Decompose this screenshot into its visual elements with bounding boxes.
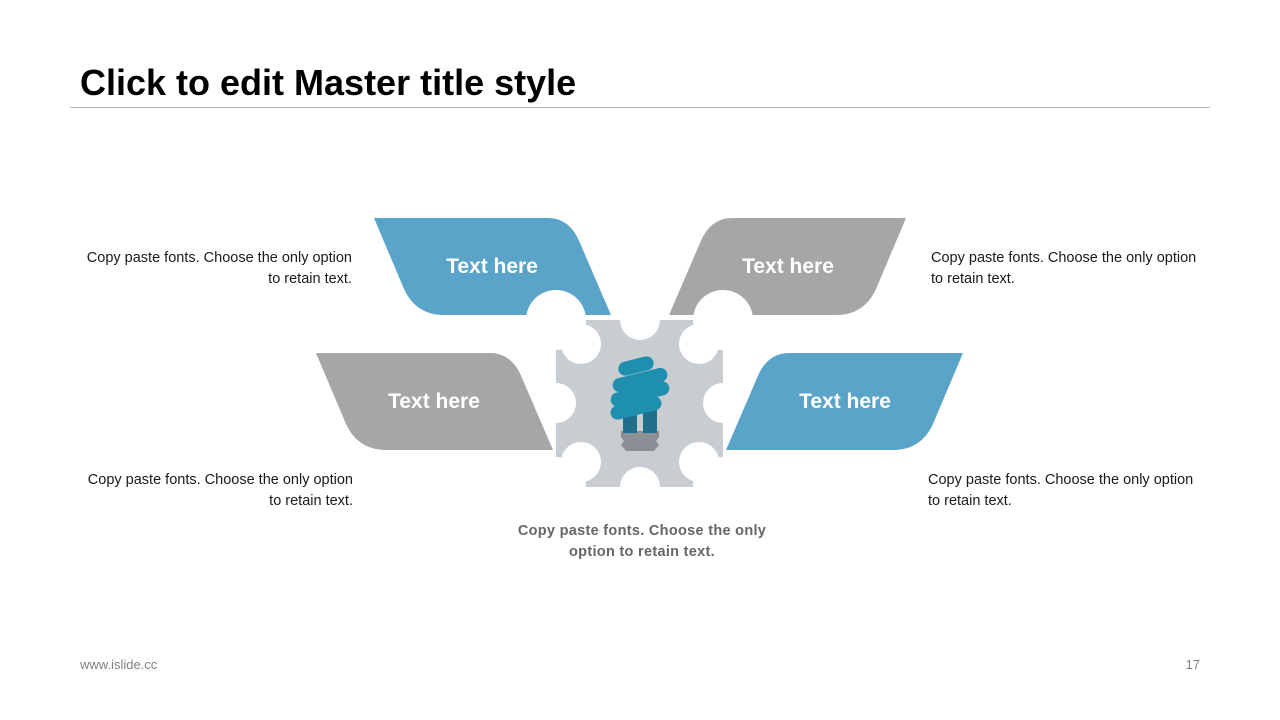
footer-url: www.islide.cc	[80, 657, 158, 672]
shape-middle-left[interactable]	[316, 353, 553, 450]
bulb-coil	[612, 367, 668, 393]
shape-top-right-label[interactable]: Text here	[742, 255, 834, 278]
description-center[interactable]: Copy paste fonts. Choose the only option…	[517, 523, 767, 560]
bulb-coil	[618, 356, 654, 376]
shape-middle-right[interactable]	[726, 353, 963, 450]
lightbulb-icon	[610, 356, 670, 451]
page-number: 17	[1185, 657, 1200, 672]
gear-notch	[620, 300, 660, 340]
title-divider	[70, 107, 1210, 108]
gear-icon	[526, 290, 753, 517]
shape-top-left-label[interactable]: Text here	[446, 255, 538, 278]
shape-middle-left-label[interactable]: Text here	[388, 390, 480, 413]
description-top-right[interactable]: Copy paste fonts. Choose the only option…	[931, 250, 1197, 287]
bulb-base	[621, 431, 659, 451]
gear-corner-trim	[693, 290, 753, 350]
bulb-coil	[610, 381, 670, 407]
gear-notch	[620, 467, 660, 507]
lightbulb-gear-icon	[526, 290, 753, 517]
shape-middle-right-label[interactable]: Text here	[799, 390, 891, 413]
description-top-left[interactable]: Copy paste fonts. Choose the only option…	[86, 250, 352, 287]
bulb-coil	[610, 396, 662, 420]
gear-notch	[536, 383, 576, 423]
description-bottom-left[interactable]: Copy paste fonts. Choose the only option…	[87, 472, 353, 509]
description-bottom-right[interactable]: Copy paste fonts. Choose the only option…	[928, 472, 1194, 509]
gear-notch	[703, 383, 743, 423]
slide-title[interactable]: Click to edit Master title style	[80, 62, 577, 103]
gear-corner-trim	[693, 457, 753, 517]
gear-corner-trim	[526, 290, 586, 350]
gear-corner-trim	[526, 457, 586, 517]
